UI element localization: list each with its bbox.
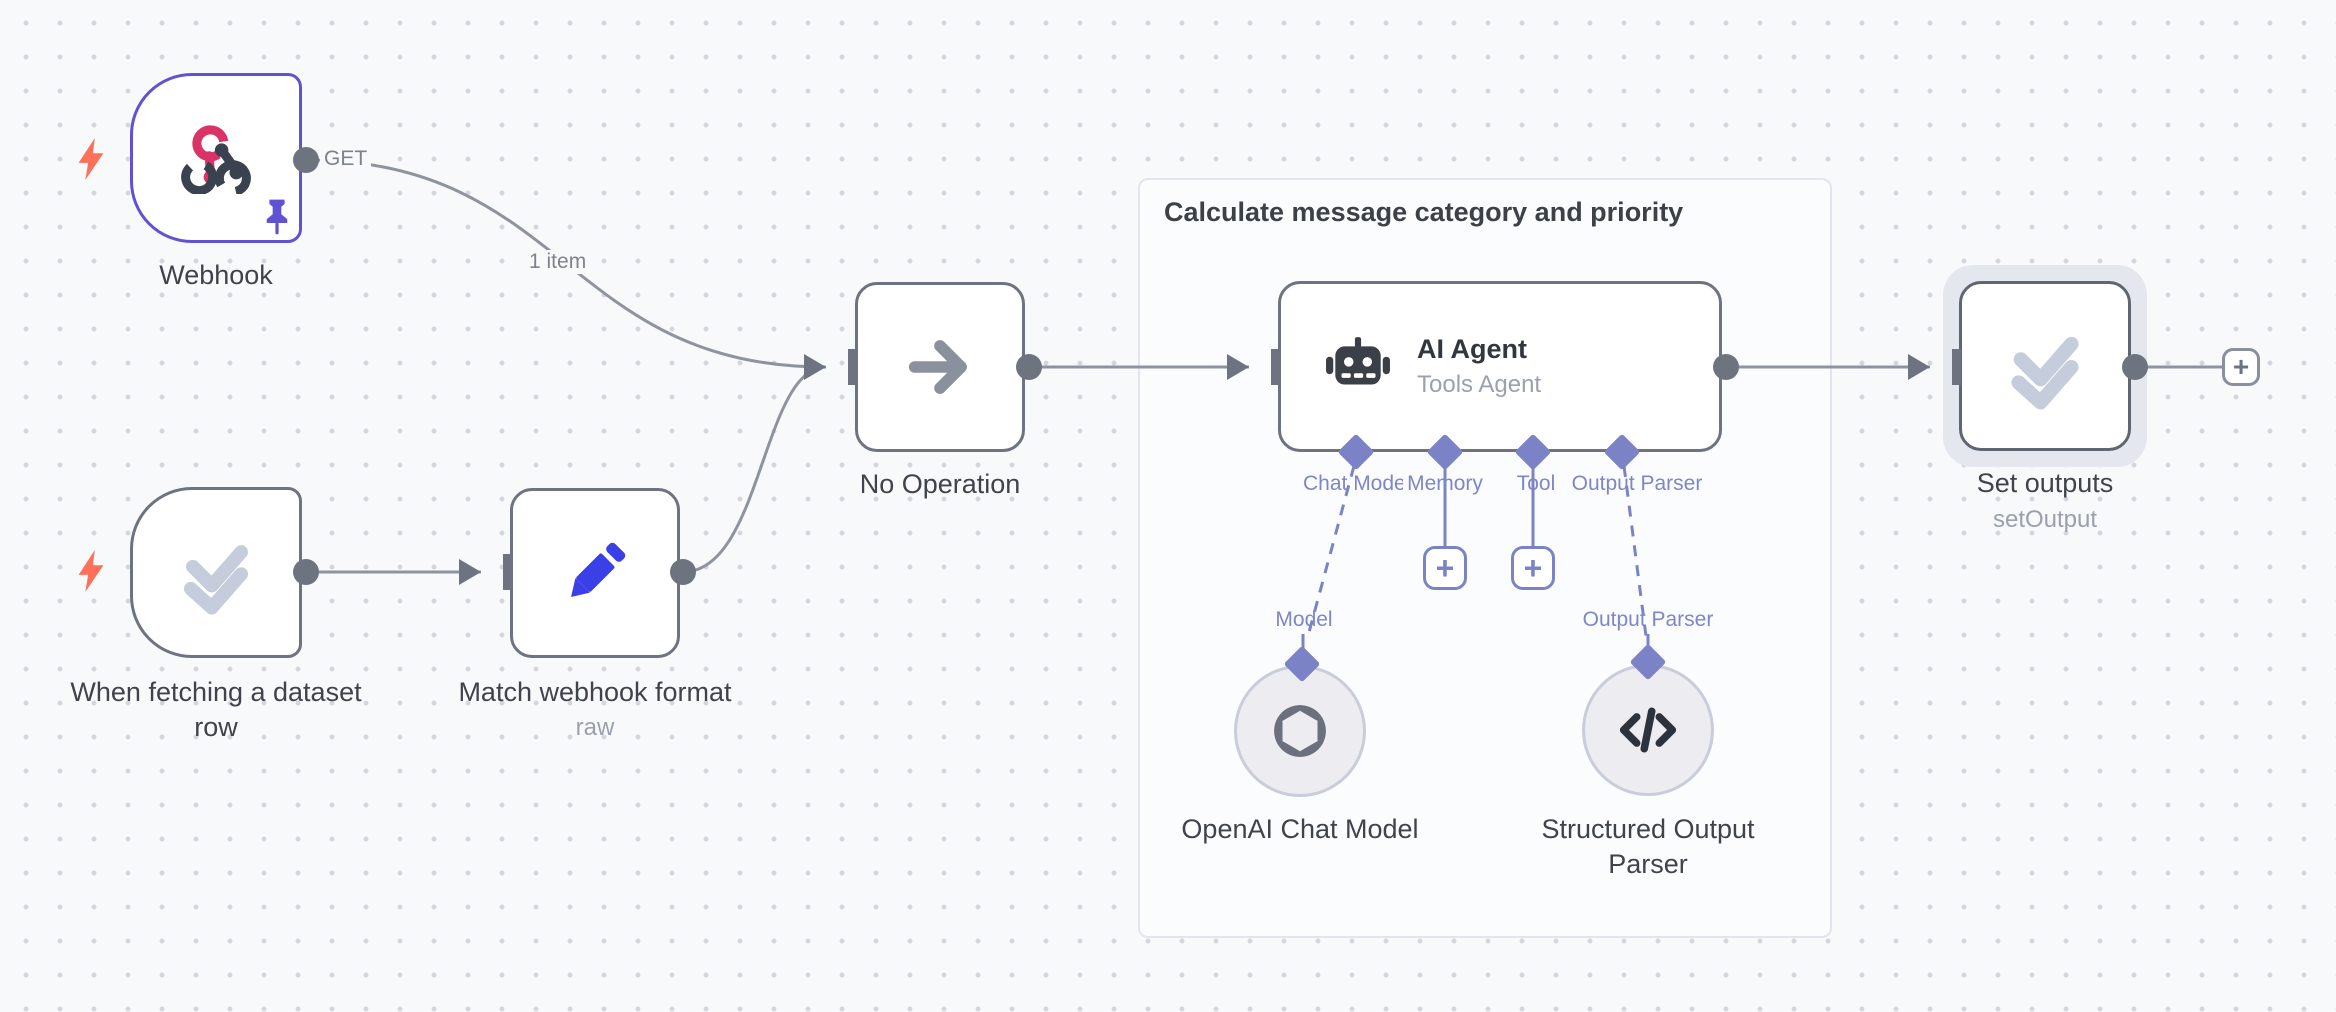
set-input-arrow[interactable] [1908, 354, 1930, 380]
node-structured-output-parser[interactable] [1582, 664, 1714, 796]
plus-icon: + [2232, 351, 2250, 382]
agent-output-endpoint[interactable] [1713, 354, 1739, 380]
node-sub-ai-agent: Tools Agent [1417, 371, 1542, 398]
robot-icon [1326, 336, 1390, 385]
node-label-openai: OpenAI Chat Model [1181, 814, 1419, 844]
noop-input-bar [848, 349, 857, 385]
double-check-icon [183, 544, 249, 614]
agent-input-arrow[interactable] [1227, 354, 1249, 380]
port-label-output-parser: Output Parser [1571, 472, 1703, 495]
match-input-bar [503, 554, 512, 590]
node-when-fetching[interactable] [130, 487, 302, 658]
node-ai-agent[interactable]: AI Agent Tools Agent [1278, 281, 1722, 452]
node-label-ai-agent: AI Agent [1417, 334, 1527, 364]
lightning-bolt-icon [78, 550, 104, 592]
group-title: Calculate message category and priority [1164, 197, 1684, 227]
plus-icon: + [1435, 550, 1455, 586]
webhook-output-endpoint[interactable] [293, 147, 319, 173]
port-label-model: Model [1275, 608, 1333, 631]
set-output-endpoint[interactable] [2122, 354, 2148, 380]
node-label-webhook: Webhook [159, 260, 273, 290]
node-sub-match-format: raw [575, 714, 615, 741]
agent-input-bar [1271, 349, 1280, 385]
add-memory-button[interactable]: + [1423, 546, 1467, 590]
lightning-bolt-icon [78, 138, 104, 180]
port-label-tool: Tool [1516, 472, 1556, 495]
when-output-endpoint[interactable] [293, 559, 319, 585]
noop-input-arrow[interactable] [804, 354, 826, 380]
pencil-icon [571, 542, 626, 597]
match-input-arrow[interactable] [459, 559, 481, 585]
add-tool-button[interactable]: + [1511, 546, 1555, 590]
node-label-structured-parser: Structured Output Parser [1541, 814, 1755, 879]
node-openai-chat-model[interactable] [1234, 665, 1366, 797]
webhook-icon [181, 125, 251, 194]
set-input-bar [1952, 349, 1961, 385]
openai-icon [1274, 705, 1326, 757]
node-label-when-fetching: When fetching a dataset row [70, 677, 362, 742]
node-sub-set-outputs: setOutput [1992, 506, 2098, 533]
noop-output-endpoint[interactable] [1016, 354, 1042, 380]
node-label-set-outputs: Set outputs [1976, 468, 2114, 498]
edge-label-method: GET [320, 147, 372, 171]
node-label-no-operation: No Operation [859, 469, 1021, 499]
code-icon [1619, 707, 1677, 753]
node-match-format[interactable] [510, 488, 680, 658]
port-label-parser-input: Output Parser [1582, 608, 1714, 631]
node-label-match-format: Match webhook format [458, 677, 732, 707]
match-output-endpoint[interactable] [670, 559, 696, 585]
double-check-icon [2011, 336, 2079, 410]
node-set-outputs[interactable] [1959, 281, 2131, 451]
plus-icon: + [1523, 550, 1543, 586]
arrow-right-icon [908, 340, 967, 394]
pin-icon [266, 199, 288, 235]
edge-label-item-count: 1 item [525, 250, 591, 274]
add-node-button[interactable]: + [2222, 348, 2260, 386]
node-no-operation[interactable] [855, 282, 1025, 452]
